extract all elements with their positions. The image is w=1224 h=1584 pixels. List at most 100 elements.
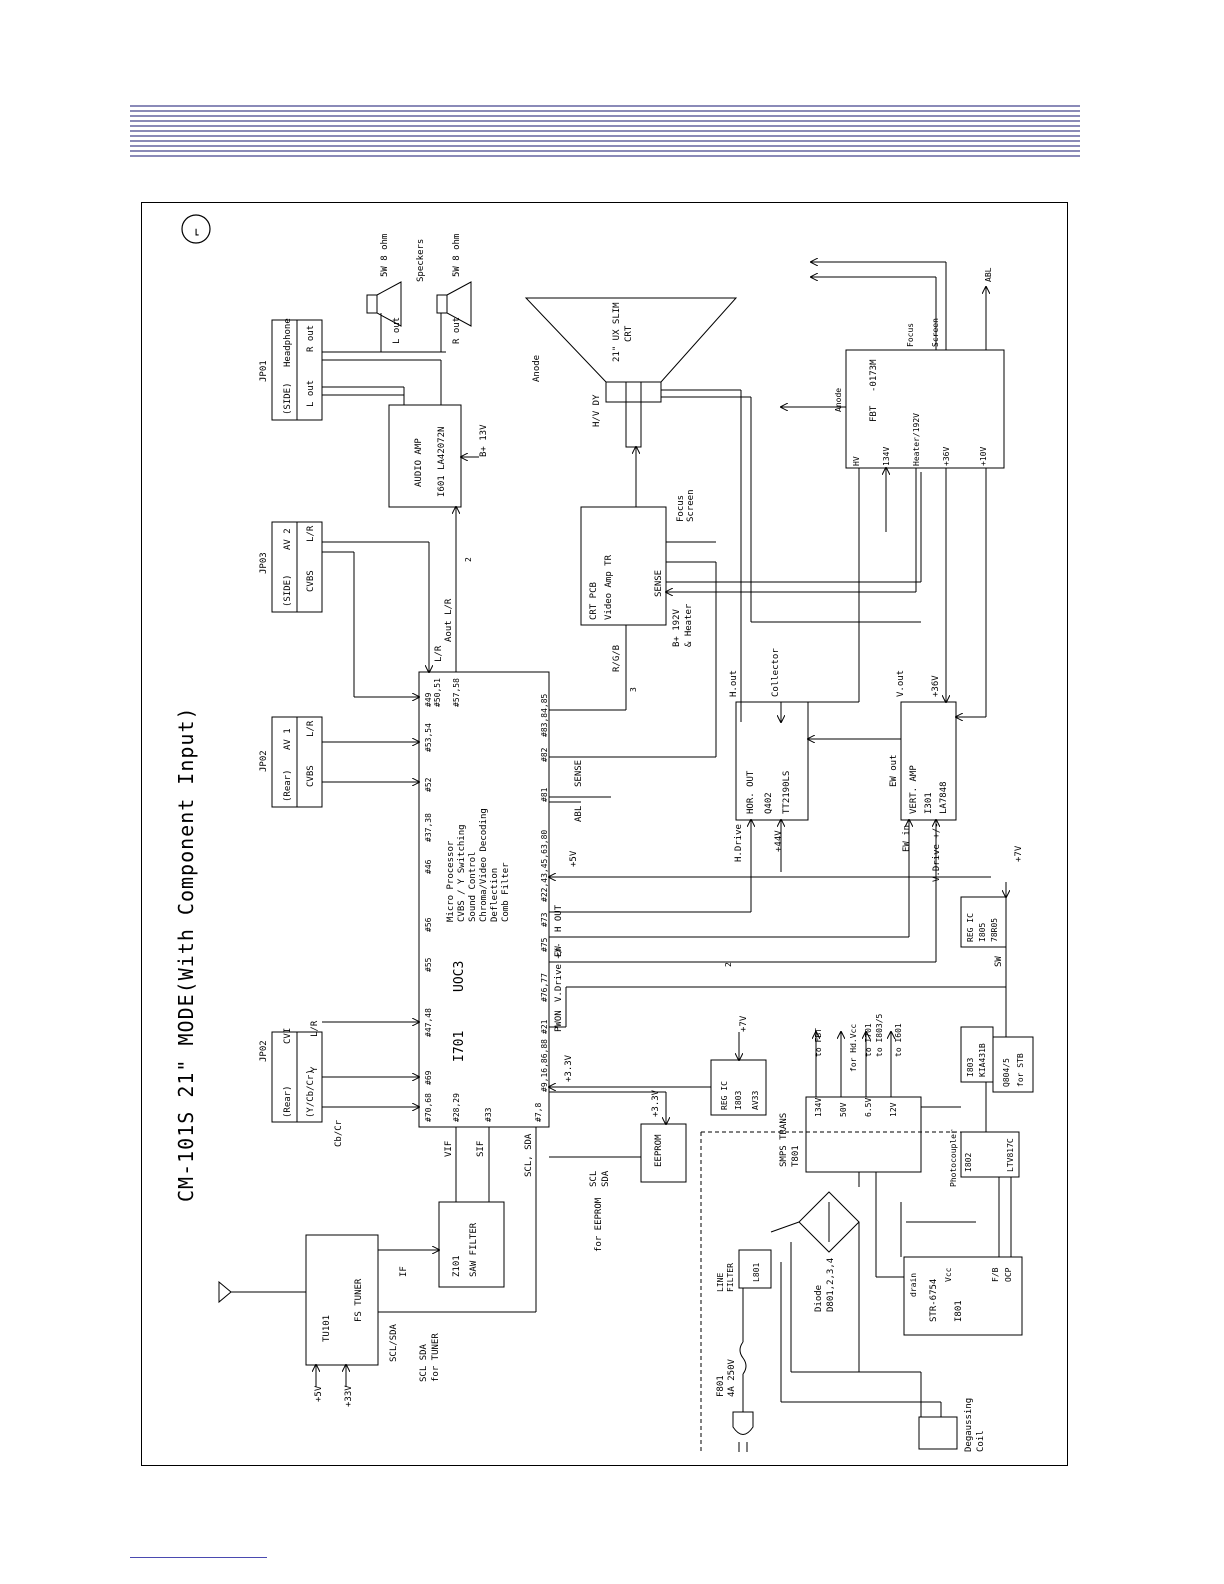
vert-amp-block: VERT. AMP I301 LA7848 EW out EW in V.Dri… [549, 670, 957, 967]
svg-text:+5V: +5V [314, 1385, 324, 1402]
svg-text:L out: L out [306, 380, 316, 407]
svg-text:Q402: Q402 [764, 792, 774, 814]
svg-text:#73: #73 [540, 912, 549, 927]
footer-rule [130, 1557, 267, 1558]
svg-text:L/R: L/R [310, 1020, 320, 1037]
svg-text:+7V: +7V [739, 1015, 749, 1032]
svg-text:B+ 192V: B+ 192V [672, 608, 682, 647]
svg-text:F/B: F/B [991, 1267, 1000, 1282]
reg-ic-av33: REG IC I803 AV33 +7V +3.3V [549, 1015, 767, 1116]
svg-text:SCL/SDA: SCL/SDA [389, 1323, 399, 1362]
svg-text:(Y/Cb/Cr): (Y/Cb/Cr) [306, 1069, 316, 1118]
svg-text:JP01: JP01 [259, 360, 269, 382]
svg-text:CRT PCB: CRT PCB [589, 582, 599, 620]
svg-text:+10V: +10V [979, 447, 988, 466]
svg-text:SENSE: SENSE [654, 570, 664, 597]
svg-text:to I601: to I601 [894, 1023, 903, 1057]
svg-text:AV33: AV33 [751, 1091, 760, 1110]
svg-text:#52: #52 [424, 777, 433, 792]
diagram-title: CM-101S 21" MODE(With Component Input) [174, 706, 198, 1202]
svg-text:to FBT: to FBT [814, 1028, 823, 1057]
jp02-cvi-connector: (Rear) (Y/Cb/Cr) JP02 CVI [259, 1028, 323, 1123]
svg-text:AV 2: AV 2 [283, 528, 293, 550]
svg-text:Aout L/R: Aout L/R [444, 598, 454, 642]
svg-text:Collector: Collector [771, 648, 781, 697]
svg-text:H OUT: H OUT [554, 904, 564, 932]
svg-text:+7V: +7V [1014, 845, 1024, 862]
svg-text:#82: #82 [540, 747, 549, 762]
svg-text:REG IC: REG IC [720, 1081, 729, 1110]
svg-text:Speckers: Speckers [416, 239, 426, 282]
svg-text:L out: L out [392, 317, 402, 344]
svg-text:Degaussing: Degaussing [964, 1398, 974, 1452]
svg-text:#49: #49 [424, 692, 433, 707]
svg-text:LA7848: LA7848 [939, 781, 949, 814]
svg-text:I801: I801 [954, 1300, 964, 1322]
svg-text:UOC3: UOC3 [452, 961, 467, 992]
svg-text:+5V: +5V [569, 850, 579, 867]
svg-text:IF: IF [399, 1266, 409, 1277]
svg-text:#9,16,86,88: #9,16,86,88 [540, 1039, 549, 1092]
svg-text:+3.3V: +3.3V [564, 1054, 574, 1082]
diagram-frame [141, 202, 1068, 1466]
svg-text:TU101: TU101 [322, 1315, 332, 1342]
svg-text:V.Drive +/-: V.Drive +/- [932, 822, 942, 882]
svg-text:CVBS: CVBS [306, 765, 316, 787]
svg-text:Deflection: Deflection [490, 868, 500, 922]
svg-text:VERT. AMP: VERT. AMP [909, 765, 919, 814]
svg-text:I301: I301 [924, 792, 934, 814]
svg-text:CVI: CVI [283, 1028, 293, 1044]
svg-text:& Heater: & Heater [684, 603, 694, 647]
svg-text:CVBS / Y Switching: CVBS / Y Switching [457, 824, 467, 922]
svg-text:SCL: SCL [589, 1171, 599, 1187]
svg-text:#37,38: #37,38 [424, 813, 433, 842]
svg-text:LTV817C: LTV817C [1006, 1138, 1015, 1172]
ic-input-wiring: Cb/Cr Y L/R L/R Aout L/R 2 [310, 507, 473, 1147]
svg-text:for EEPROM: for EEPROM [594, 1197, 604, 1252]
svg-text:HOR. OUT: HOR. OUT [746, 770, 756, 814]
svg-text:#53,54: #53,54 [424, 723, 433, 752]
svg-text:for TUNER: for TUNER [431, 1333, 441, 1382]
smps-trans-block: SMPS TRANS T801 134V 50V 6.5V 12V to FBT… [700, 1013, 996, 1452]
svg-text:I802: I802 [964, 1153, 973, 1172]
svg-text:2: 2 [724, 962, 733, 967]
reg-ic-7805: REG IC I805 78R05 +7V SW [960, 845, 1024, 1037]
eeprom-block: EEPROM +3.3V SCL, SDA SCL SDA for EEPROM [524, 1089, 687, 1252]
svg-text:for STB: for STB [1016, 1053, 1025, 1087]
svg-text:+33V: +33V [344, 1385, 354, 1407]
svg-text:5W 8 ohm: 5W 8 ohm [452, 234, 462, 277]
svg-text:Coil: Coil [976, 1430, 986, 1452]
svg-text:SMPS TRANS: SMPS TRANS [779, 1113, 789, 1167]
svg-text:EEPROM: EEPROM [654, 1134, 664, 1167]
svg-text:ABL: ABL [574, 806, 584, 822]
photocoupler-block: Photocoupler I802 LTV817C I803 KIA431B Q… [921, 1026, 1034, 1187]
svg-text:VIF: VIF [444, 1141, 454, 1157]
svg-text:SW: SW [994, 956, 1004, 967]
svg-text:Chroma/Video Decoding: Chroma/Video Decoding [479, 808, 489, 922]
svg-text:V.out: V.out [896, 670, 906, 697]
svg-text:Sound Control: Sound Control [468, 852, 478, 922]
svg-text:#55: #55 [424, 957, 433, 972]
svg-text:OCP: OCP [1004, 1267, 1013, 1282]
svg-text:134V: 134V [814, 1098, 823, 1117]
svg-text:ABL: ABL [984, 267, 993, 282]
svg-text:R/G/B: R/G/B [612, 645, 622, 672]
str-6754-block: STR-6754 I801 drain Vcc F/B OCP [875, 1172, 1023, 1336]
svg-text:Photocoupler: Photocoupler [949, 1129, 958, 1187]
svg-text:EW: EW [554, 946, 564, 957]
svg-text:Focus: Focus [906, 323, 915, 347]
svg-text:KIA431B: KIA431B [978, 1043, 987, 1077]
svg-text:#22,43,45,63,80: #22,43,45,63,80 [540, 830, 549, 902]
svg-text:Focus: Focus [676, 495, 686, 522]
svg-text:(SIDE): (SIDE) [283, 574, 293, 607]
svg-text:4A 250V: 4A 250V [727, 1358, 737, 1397]
svg-text:-0173M: -0173M [869, 359, 879, 392]
svg-text:Screen: Screen [686, 489, 696, 522]
svg-text:JP03: JP03 [259, 552, 269, 574]
svg-text:Y: Y [310, 1066, 320, 1072]
svg-text:#28,29: #28,29 [452, 1093, 461, 1122]
svg-text:to I803/5: to I803/5 [875, 1013, 884, 1057]
svg-text:6.5V: 6.5V [864, 1098, 873, 1117]
svg-text:5W 8 ohm: 5W 8 ohm [380, 234, 390, 277]
svg-text:I805: I805 [978, 923, 987, 942]
